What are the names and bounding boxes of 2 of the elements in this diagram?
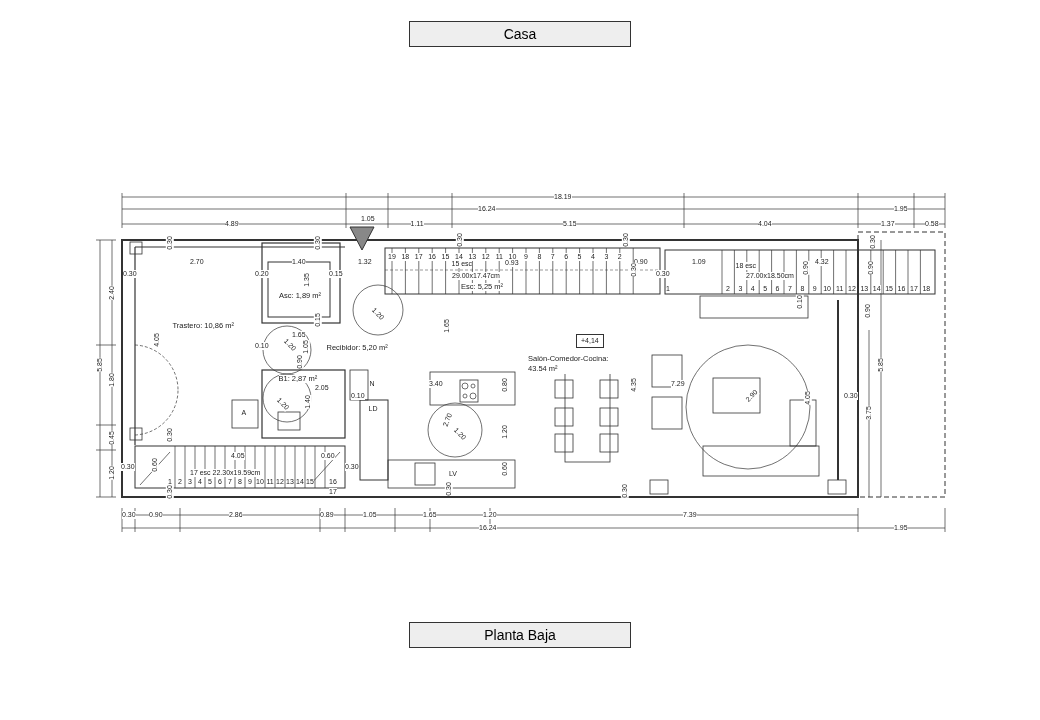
title: Casa [409, 21, 631, 47]
caption: Planta Baja [409, 622, 631, 648]
